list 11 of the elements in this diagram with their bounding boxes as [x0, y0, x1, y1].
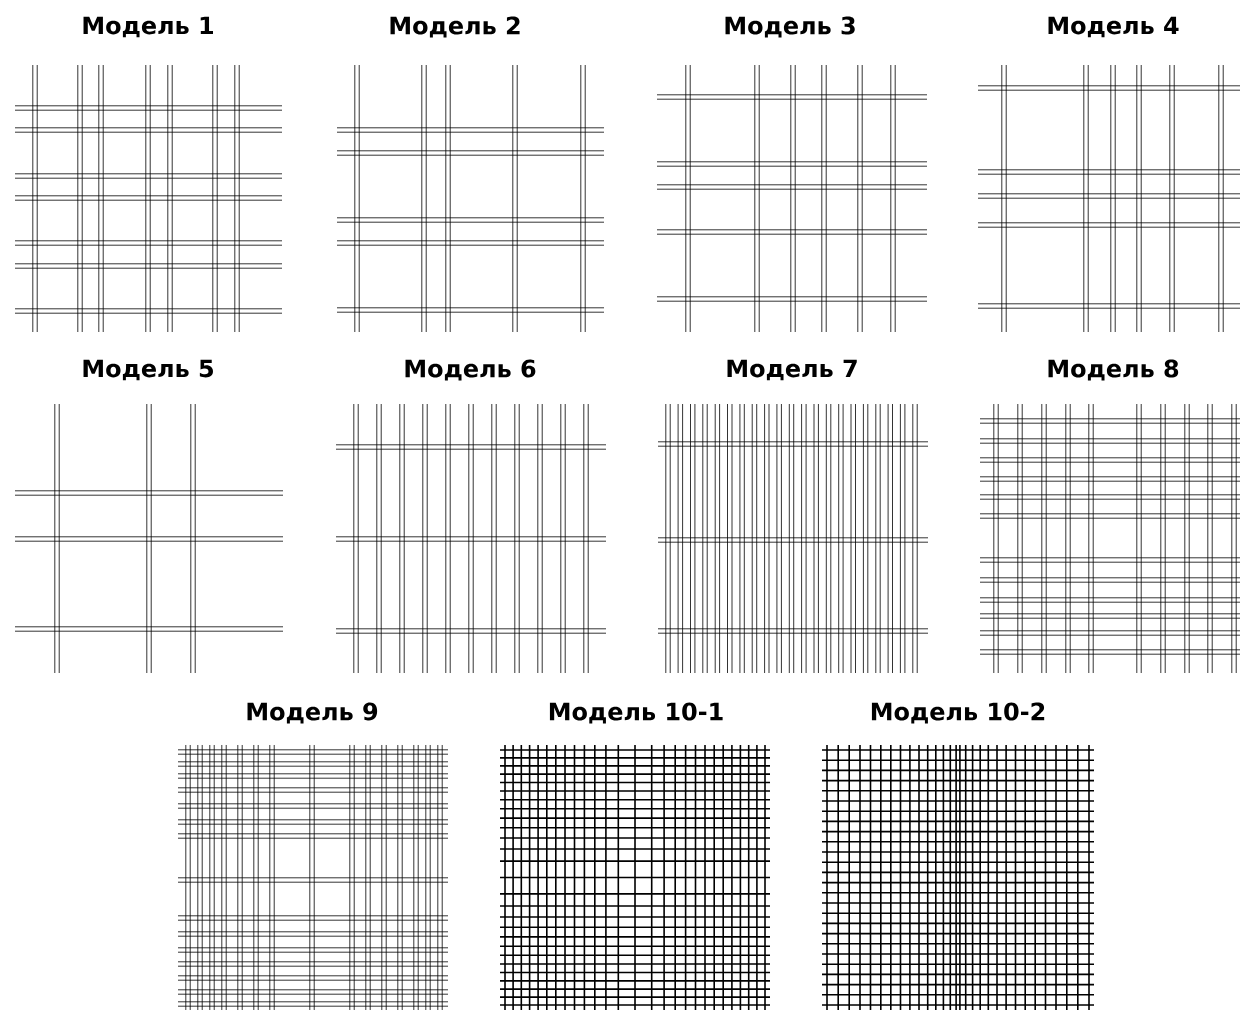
model-title: Модель 4 [1048, 16, 1179, 38]
model-title: Модель 3 [725, 16, 855, 38]
model-title: Модель 7 [727, 359, 857, 381]
model-title: Модель 1 [83, 16, 213, 38]
model-title: Модель 5 [83, 359, 213, 381]
model-title: Модель 8 [1048, 359, 1179, 381]
model-title: Модель 2 [390, 16, 520, 38]
model-title: Модель 9 [247, 702, 378, 724]
model-title: Модель 6 [405, 359, 536, 381]
model-title: Модель 10-2 [871, 702, 1045, 724]
model-title: Модель 10-1 [549, 702, 723, 724]
